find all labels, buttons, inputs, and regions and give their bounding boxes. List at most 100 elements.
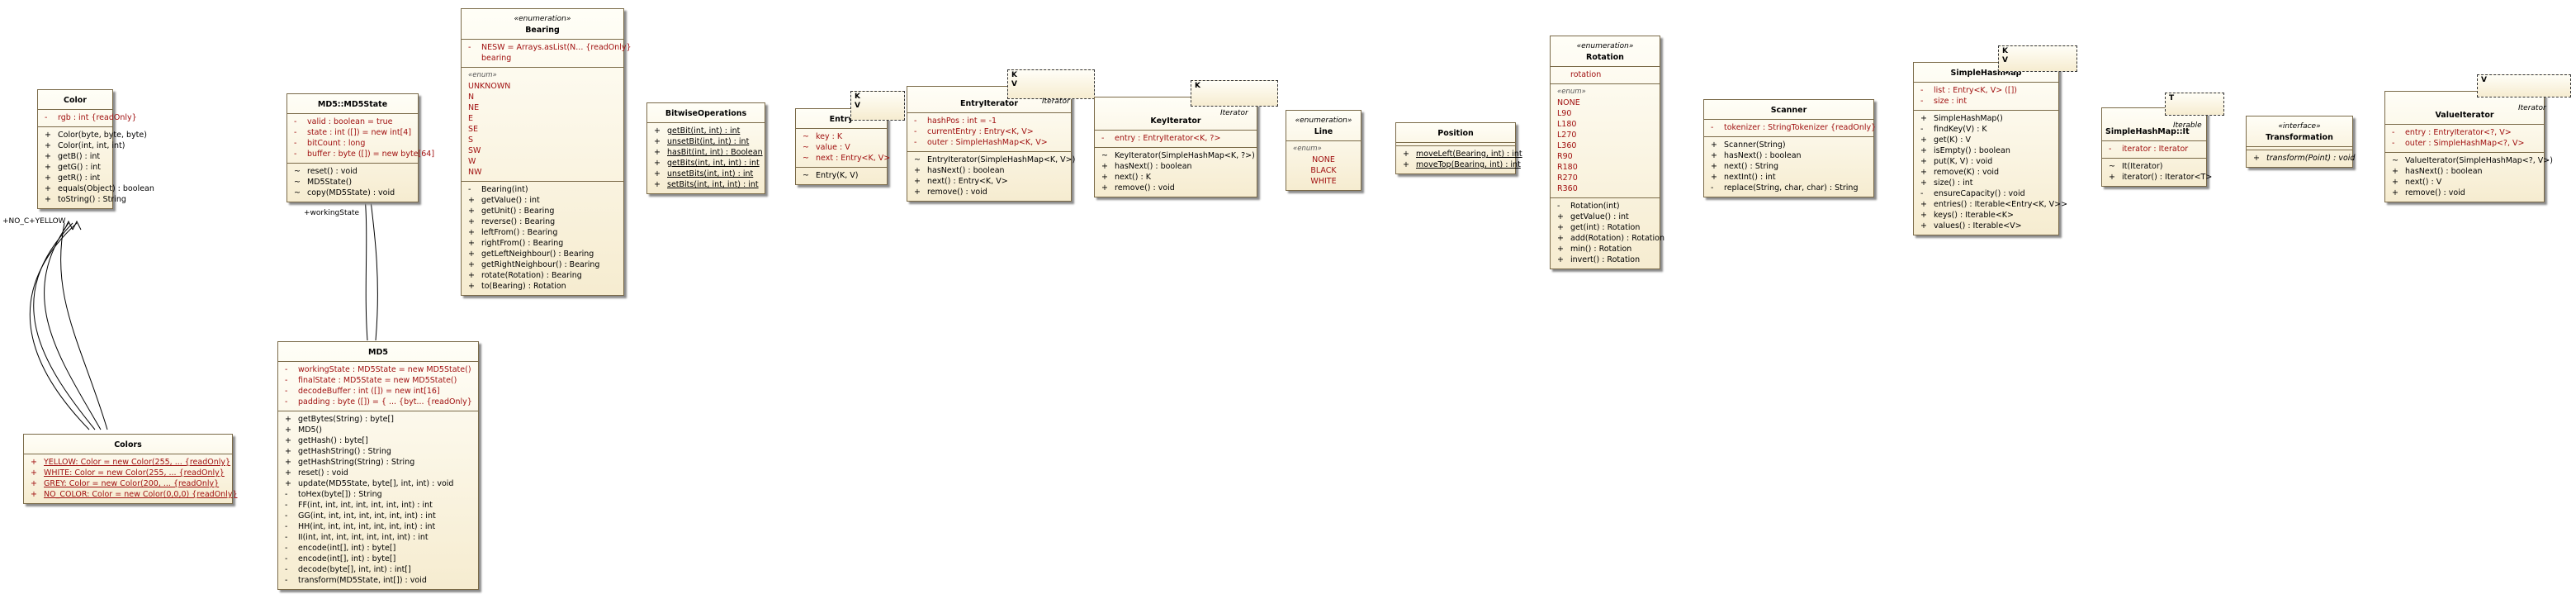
class-md5[interactable]: MD5 -workingState : MD5State = new MD5St… [277, 341, 479, 590]
visibility-marker: + [2392, 178, 2398, 187]
visibility-marker: ~ [294, 188, 301, 197]
member-text: to(Bearing) : Rotation [481, 282, 566, 291]
visibility-marker: - [285, 387, 288, 396]
visibility-marker: + [285, 479, 291, 488]
operation-row: +getHashString(String) : String [285, 457, 471, 468]
member-text: WHITE: Color = new Color(255, ... {readO… [44, 468, 225, 478]
visibility-marker: + [1920, 200, 1927, 209]
enum-literal: R90 [1557, 152, 1573, 161]
member-text: Rotation(int) [1570, 202, 1620, 211]
enum-literal: NE [468, 103, 480, 112]
template-params-entry: K V [850, 91, 905, 121]
member-text: Bearing(int) [481, 185, 528, 194]
class-bearing[interactable]: «enumeration»Bearing -NESW = Arrays.asLi… [461, 8, 632, 296]
attributes: -entry : EntryIterator<?, V>-outer : Sim… [2385, 125, 2544, 153]
operation-row: +getValue() : int [468, 195, 617, 206]
attribute-row: -hashPos : int = -1 [914, 116, 1064, 126]
enum-literal: E [468, 114, 474, 123]
class-bitwise-operations[interactable]: BitwiseOperations +getBit(int, int) : in… [646, 102, 765, 194]
class-name: Rotation [1586, 53, 1624, 62]
visibility-marker: + [1920, 221, 1927, 231]
member-text: min() : Rotation [1570, 245, 1632, 254]
class-md5state[interactable]: MD5::MD5State -valid : boolean = true-st… [286, 93, 434, 202]
operation-row: +reverse() : Bearing [468, 216, 617, 227]
stereotype: «enumeration» [1576, 42, 1634, 50]
class-entry-iterator[interactable]: EntryIterator -hashPos : int = -1-curren… [907, 86, 1075, 202]
operation-row: -toHex(byte[]) : String [285, 489, 471, 500]
operation-row: +keys() : Iterable<K> [1920, 210, 2052, 221]
member-text: put(K, V) : void [1934, 157, 1993, 166]
visibility-marker: + [914, 188, 921, 197]
enum-literal: N [468, 93, 475, 102]
visibility-marker: + [468, 207, 475, 216]
interface-label: Iterator [2518, 104, 2546, 112]
visibility-marker: - [285, 576, 288, 585]
attribute-row: ~next : Entry<K, V> [803, 153, 890, 164]
member-text: rightFrom() : Bearing [481, 239, 564, 248]
class-value-iterator[interactable]: ValueIterator -entry : EntryIterator<?, … [2384, 91, 2553, 202]
class-position[interactable]: Position +moveLeft(Bearing, int) : int+m… [1395, 122, 1522, 174]
visibility-marker: + [654, 137, 661, 146]
visibility-marker: + [468, 239, 475, 248]
attribute-row: -workingState : MD5State = new MD5State(… [285, 364, 471, 375]
visibility-marker: + [1920, 211, 1927, 220]
member-text: remove() : void [1115, 183, 1175, 193]
label-no-color-yellow: +NO_C+YELLOW [2, 217, 66, 226]
class-colors[interactable]: Colors +YELLOW: Color = new Color(255, .… [23, 434, 238, 504]
member-text: MD5() [298, 425, 322, 435]
operation-row: ~MD5State() [294, 177, 411, 188]
attribute-row: -rgb : int {readOnly} [45, 112, 137, 123]
member-text: NESW = Arrays.asList(N... {readOnly} [481, 43, 632, 52]
operation-row: +transform(Point) : void [2253, 153, 2355, 164]
member-text: equals(Object) : boolean [58, 184, 154, 193]
class-transformation[interactable]: «interface»Transformation +transform(Poi… [2246, 116, 2355, 168]
visibility-marker: + [285, 415, 291, 424]
class-key-iterator[interactable]: KeyIterator -entry : EntryIterator<K, ?>… [1094, 97, 1257, 197]
member-text: remove() : void [927, 188, 987, 197]
attribute-row: -list : Entry<K, V> ([]) [1920, 85, 2052, 96]
operation-row: +hasNext() : boolean [914, 165, 1064, 176]
attribute-row: -outer : SimpleHashMap<?, V> [2392, 138, 2537, 149]
template-params-key-iterator: K [1191, 80, 1278, 107]
operation-row: -decode(byte[], int, int) : int[] [285, 564, 471, 575]
enum-literal: L90 [1557, 109, 1572, 118]
class-rotation[interactable]: «enumeration»Rotation rotation «enum» NO… [1550, 36, 1664, 269]
member-text: entries() : Iterable<Entry<K, V>> [1934, 200, 2068, 209]
member-text: isEmpty() : boolean [1934, 146, 2010, 155]
class-color[interactable]: Color -rgb : int {readOnly} +Color(byte,… [37, 89, 154, 209]
visibility-marker: - [1920, 125, 1924, 134]
member-text: rotate(Rotation) : Bearing [481, 271, 582, 280]
member-text: replace(String, char, char) : String [1724, 183, 1859, 193]
class-name: MD5::MD5State [287, 94, 418, 114]
operations: ~KeyIterator(SimpleHashMap<K, ?>)+hasNex… [1095, 148, 1257, 197]
member-text: Color(byte, byte, byte) [58, 131, 147, 140]
visibility-marker: + [1403, 160, 1409, 169]
member-text: padding : byte ([]) = { ... {byt... {rea… [298, 397, 472, 406]
enum-literal: S [468, 135, 474, 145]
attributes: ~key : K~value : V~next : Entry<K, V> [796, 129, 890, 168]
operation-row: ~Entry(K, V) [803, 170, 880, 181]
attribute-row: bearing [468, 53, 617, 64]
class-scanner[interactable]: Scanner -tokenizer : StringTokenizer {re… [1703, 99, 1876, 197]
operation-row: +setBits(int, int, int) : int [654, 179, 759, 190]
operations: ~EntryIterator(SimpleHashMap<K, V>)+hasN… [907, 152, 1075, 201]
operation-row: +update(MD5State, byte[], int, int) : vo… [285, 478, 471, 489]
class-name: ValueIterator [2385, 92, 2544, 125]
member-text: hasNext() : boolean [1724, 151, 1802, 160]
visibility-marker: + [285, 447, 291, 456]
member-text: nextInt() : int [1724, 173, 1776, 182]
class-entry[interactable]: Entry ~key : K~value : V~next : Entry<K,… [795, 108, 890, 185]
class-simple-hash-map[interactable]: SimpleHashMap -list : Entry<K, V> ([])-s… [1913, 62, 2067, 235]
class-simple-hash-map-it[interactable]: SimpleHashMap::It -iterator : Iterator ~… [2101, 107, 2212, 187]
member-text: size() : int [1934, 178, 1973, 188]
operation-row: -HH(int, int, int, int, int, int, int) :… [285, 521, 471, 532]
member-text: getR() : int [58, 174, 101, 183]
member-text: next : Entry<K, V> [816, 154, 891, 163]
class-name: Line [1314, 127, 1333, 136]
member-text: GG(int, int, int, int, int, int, int) : … [298, 511, 436, 521]
operation-row: +moveLeft(Bearing, int) : int [1403, 149, 1522, 159]
template-params-simple-hash-map-it: T [2165, 93, 2224, 116]
attributes: -entry : EntryIterator<K, ?> [1095, 131, 1257, 148]
